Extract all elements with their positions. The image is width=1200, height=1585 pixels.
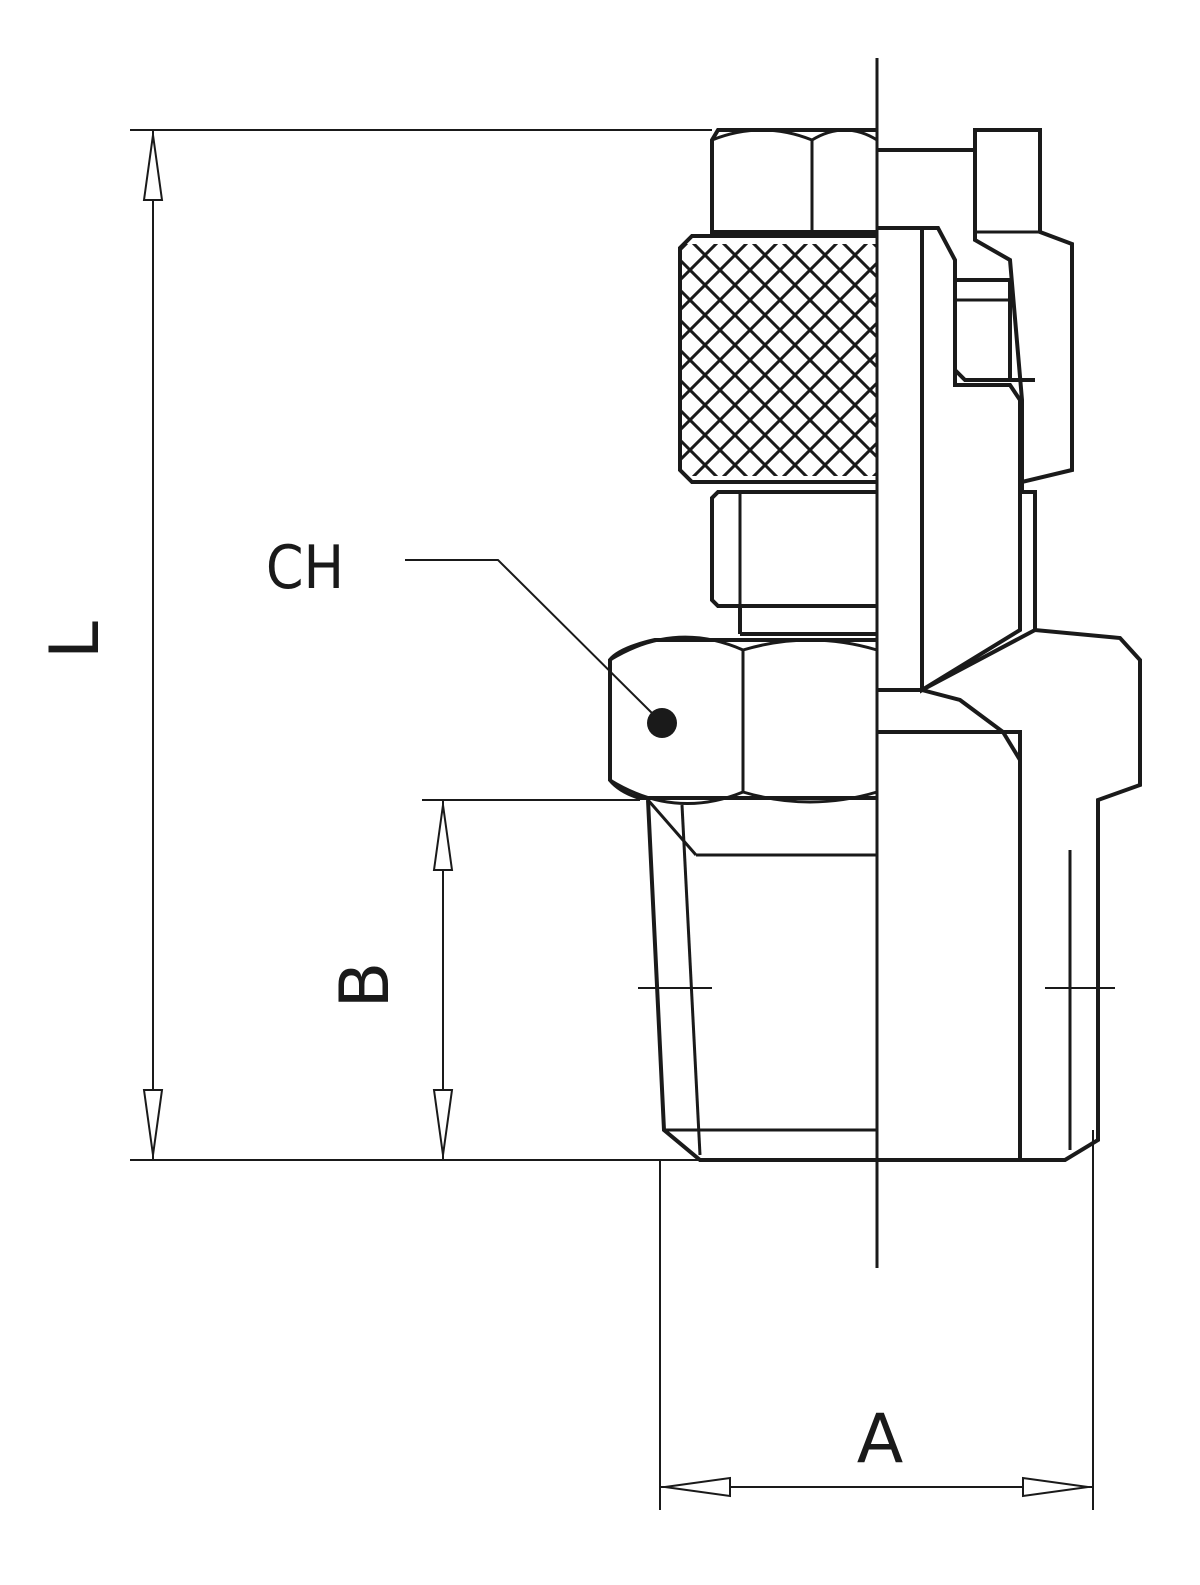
dimension-b: B (326, 799, 640, 1160)
neck (710, 490, 877, 636)
body-section (916, 627, 1142, 1162)
label-ch: CH (266, 533, 344, 603)
label-a: A (857, 1400, 904, 1479)
threaded-part (638, 799, 877, 1162)
label-l: L (36, 621, 115, 659)
section-half (877, 128, 1142, 1162)
collet (953, 278, 1035, 382)
leader-dot (647, 708, 677, 738)
cap-nut-section (973, 128, 1074, 485)
ch-leader: CH (266, 533, 677, 738)
exterior-half (608, 128, 878, 1162)
dimension-a: A (659, 1130, 1094, 1510)
body-hex (608, 635, 878, 805)
tube-section (920, 226, 1022, 694)
dimension-l: L (36, 129, 712, 1161)
knurled-ring (678, 234, 877, 484)
cap-nut-hex (710, 128, 878, 234)
label-b: B (326, 962, 405, 1009)
